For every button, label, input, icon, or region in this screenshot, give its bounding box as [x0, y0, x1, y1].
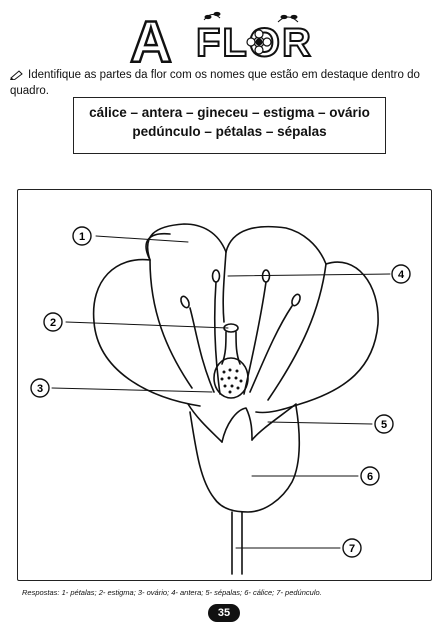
marker-5-label: 5: [381, 419, 387, 431]
marker-4: 4: [391, 264, 411, 284]
title-word-flor: FLOR: [196, 21, 313, 65]
petal-right: [255, 261, 379, 414]
anther-2: [211, 269, 221, 283]
filament-1: [189, 307, 215, 393]
ovary-dots: [220, 368, 243, 394]
marker-6-label: 6: [367, 471, 373, 483]
filament-2: [214, 281, 221, 395]
anther-1: [180, 295, 190, 309]
marker-1-label: 1: [79, 231, 85, 243]
vine-icon: [203, 11, 299, 23]
anther-4: [291, 293, 301, 307]
petal-left: [92, 232, 201, 407]
title-graphic: A FLOR: [129, 9, 313, 68]
marker-2-label: 2: [50, 317, 56, 329]
petal-inner-mid: [222, 251, 227, 323]
diagram-frame: [17, 189, 432, 581]
receptacle: [189, 405, 301, 513]
instruction-text: Identifique as partes da flor com os nom…: [10, 68, 440, 98]
answers-line: Respostas: 1- pétalas; 2- estigma; 3- ov…: [22, 588, 322, 597]
marker-6: 6: [360, 466, 380, 486]
marker-3: 3: [30, 378, 50, 398]
word-box-line-2: pedúnculo – pétalas – sépalas: [132, 124, 327, 139]
leader-1: [95, 235, 189, 243]
leader-2: [65, 321, 229, 329]
style-left: [221, 331, 227, 365]
style-right: [235, 331, 241, 365]
marker-4-label: 4: [398, 269, 405, 281]
filament-4: [249, 305, 293, 393]
petal-top-left: [146, 223, 227, 261]
worksheet-title: A FLOR: [128, 8, 318, 68]
sepal-left: [187, 403, 223, 443]
leader-4: [227, 273, 391, 277]
marker-7: 7: [342, 538, 362, 558]
flower-icon: [246, 29, 272, 55]
filament-3: [243, 281, 267, 395]
leader-3: [51, 387, 213, 393]
marker-2: 2: [43, 312, 63, 332]
page-number: 35: [208, 604, 240, 622]
sepal-mid: [221, 407, 253, 443]
leader-5: [267, 421, 373, 425]
petal-top-right: [225, 225, 327, 265]
title-letter-a: A: [130, 10, 172, 68]
petal-inner-left: [149, 259, 193, 389]
marker-7-label: 7: [349, 543, 355, 555]
pencil-icon: [10, 70, 28, 84]
word-box: cálice – antera – gineceu – estigma – ov…: [73, 97, 386, 154]
instruction-body: Identifique as partes da flor com os nom…: [10, 69, 420, 97]
marker-1: 1: [72, 226, 92, 246]
sepal-right: [251, 403, 297, 441]
petal-inner-right: [267, 263, 327, 401]
marker-3-label: 3: [37, 383, 43, 395]
marker-5: 5: [374, 414, 394, 434]
word-box-line-1: cálice – antera – gineceu – estigma – ov…: [89, 105, 370, 120]
